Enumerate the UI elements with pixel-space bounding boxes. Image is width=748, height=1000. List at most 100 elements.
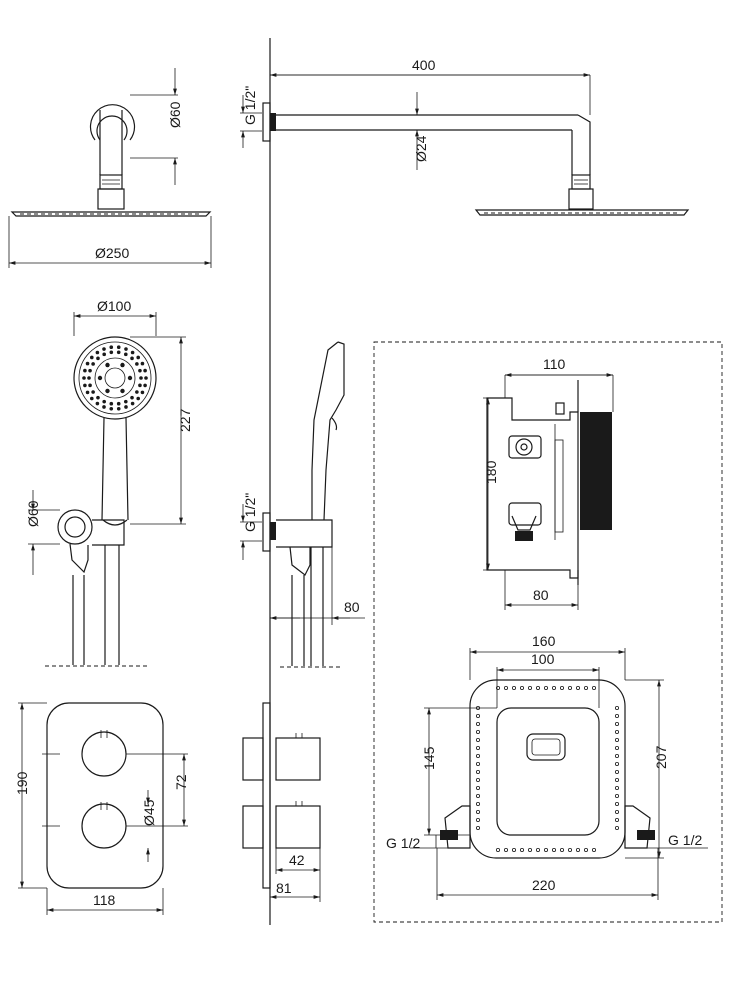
holder-diameter-label: Ø60 bbox=[25, 500, 41, 527]
nozzle-dot bbox=[135, 390, 139, 394]
mounting-hole bbox=[503, 848, 508, 853]
nozzle-dot bbox=[96, 395, 100, 400]
nozzle-dot bbox=[143, 383, 147, 388]
mounting-hole bbox=[576, 686, 581, 691]
flange-diameter-label: Ø60 bbox=[167, 101, 183, 128]
wall-thread-label: G 1/2" bbox=[242, 86, 258, 125]
mounting-hole bbox=[512, 686, 517, 691]
nozzle-dot bbox=[116, 401, 121, 406]
nozzle-dot bbox=[83, 368, 87, 373]
holder-thread-label: G 1/2" bbox=[242, 493, 258, 532]
mounting-hole bbox=[475, 762, 480, 767]
mounting-hole bbox=[615, 810, 620, 815]
mounting-hole bbox=[615, 730, 620, 735]
nozzle-dot bbox=[102, 405, 106, 409]
mounting-hole bbox=[503, 686, 508, 691]
head-width-label: 400 bbox=[412, 57, 436, 73]
mounting-hole bbox=[584, 848, 589, 853]
nozzle-dot bbox=[89, 396, 94, 401]
nozzle-dot bbox=[144, 376, 148, 380]
mounting-hole bbox=[475, 746, 480, 751]
nozzle-dot bbox=[105, 362, 110, 368]
nozzle-dot bbox=[95, 401, 100, 406]
nozzle-dot bbox=[140, 361, 145, 366]
mounting-hole bbox=[615, 794, 620, 799]
plate-height-label: 190 bbox=[14, 771, 30, 795]
valve-side-view: 42 81 bbox=[242, 702, 321, 902]
nozzle-dot bbox=[88, 383, 92, 388]
mounting-hole bbox=[528, 848, 533, 853]
nozzle-dot bbox=[139, 376, 143, 380]
mounting-hole bbox=[615, 714, 620, 719]
nozzle-dot bbox=[109, 401, 114, 406]
box-height-label: 180 bbox=[483, 460, 499, 484]
nozzle-dot bbox=[124, 405, 128, 409]
mounting-hole bbox=[536, 686, 541, 691]
hand-shower-front-view: Ø100 227 Ø60 bbox=[25, 298, 193, 667]
hand-diameter-label: Ø100 bbox=[97, 298, 131, 314]
holder-depth-label: 80 bbox=[344, 599, 360, 615]
mounting-hole bbox=[520, 686, 525, 691]
concealed-box-front-view: 160 100 145 207 G 1/2 G 1/2 220 bbox=[386, 633, 708, 900]
mounting-hole bbox=[592, 686, 597, 691]
mounting-hole bbox=[536, 848, 541, 853]
nozzle-dot bbox=[85, 390, 90, 395]
mounting-hole bbox=[560, 686, 565, 691]
mounting-hole bbox=[615, 706, 620, 711]
mounting-hole bbox=[560, 848, 565, 853]
head-diameter-label: Ø250 bbox=[95, 245, 129, 261]
nozzle-dot bbox=[136, 355, 141, 360]
mounting-hole bbox=[475, 714, 480, 719]
nozzle-dot bbox=[109, 350, 114, 355]
hand-length-label: 227 bbox=[177, 408, 193, 432]
nozzle-dot bbox=[136, 396, 141, 401]
mounting-hole bbox=[475, 738, 480, 743]
mounting-hole bbox=[528, 686, 533, 691]
mounting-hole bbox=[615, 722, 620, 727]
mounting-hole bbox=[495, 686, 500, 691]
mounting-hole bbox=[475, 818, 480, 823]
mounting-hole bbox=[592, 848, 597, 853]
mounting-hole bbox=[475, 810, 480, 815]
nozzle-dot bbox=[109, 345, 114, 350]
mounting-hole bbox=[544, 848, 549, 853]
mounting-hole bbox=[615, 826, 620, 831]
nozzle-dot bbox=[91, 362, 95, 366]
mounting-hole bbox=[544, 686, 549, 691]
nozzle-dot bbox=[130, 356, 134, 361]
valve-depth-label: 81 bbox=[276, 880, 292, 896]
mounting-hole bbox=[475, 722, 480, 727]
mounting-hole bbox=[615, 778, 620, 783]
nozzle-dot bbox=[82, 376, 86, 380]
nozzle-dot bbox=[124, 352, 128, 357]
knob-spacing-label: 72 bbox=[173, 774, 189, 790]
mounting-hole bbox=[615, 818, 620, 823]
mounting-hole bbox=[615, 746, 620, 751]
nozzle-dot bbox=[85, 361, 90, 366]
mounting-hole bbox=[475, 754, 480, 759]
inlet-left-label: G 1/2 bbox=[386, 835, 420, 851]
nozzle-dot bbox=[130, 401, 135, 406]
nozzle-dot bbox=[97, 375, 103, 381]
concealed-box-side-view: 110 180 80 bbox=[483, 356, 614, 610]
nozzle-dot bbox=[89, 355, 94, 360]
nozzle-dot bbox=[116, 350, 121, 355]
nozzle-pattern bbox=[82, 345, 148, 411]
nozzle-dot bbox=[124, 399, 128, 404]
nozzle-dot bbox=[138, 383, 142, 388]
nozzle-dot bbox=[130, 395, 134, 400]
body-height-inner-label: 145 bbox=[421, 746, 437, 770]
box-width-label: 110 bbox=[543, 356, 566, 372]
mounting-hole bbox=[552, 848, 557, 853]
mounting-hole bbox=[475, 778, 480, 783]
mounting-hole bbox=[475, 794, 480, 799]
mounting-hole bbox=[615, 754, 620, 759]
mounting-hole bbox=[615, 738, 620, 743]
nozzle-dot bbox=[105, 388, 110, 394]
mounting-hole bbox=[475, 802, 480, 807]
mounting-hole bbox=[568, 686, 573, 691]
nozzle-dot bbox=[143, 368, 147, 373]
mounting-hole bbox=[512, 848, 517, 853]
nozzle-dot bbox=[116, 406, 121, 411]
nozzle-dot bbox=[102, 399, 106, 404]
